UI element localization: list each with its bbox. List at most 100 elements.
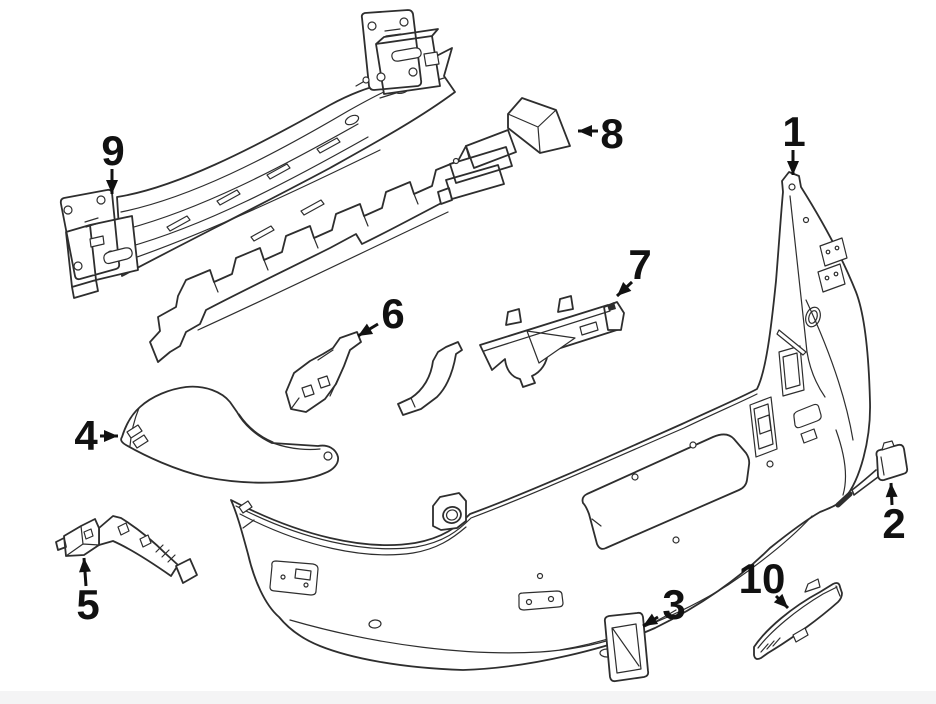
callout-3[interactable]: 3 bbox=[642, 581, 686, 628]
side-face-box-inners bbox=[753, 352, 801, 450]
flange-hole bbox=[802, 216, 810, 224]
small-bracket-holes bbox=[301, 375, 331, 398]
callout-7-label: 7 bbox=[628, 241, 651, 288]
bolt-hole bbox=[96, 195, 106, 205]
left-tip-line bbox=[242, 519, 255, 529]
part-corner-cover-drawing bbox=[120, 385, 339, 484]
side-bracket-end-blocks bbox=[55, 518, 100, 557]
bumper-cover-outline bbox=[230, 171, 871, 671]
reflector-hatches bbox=[760, 637, 781, 653]
tow-hook-cap bbox=[875, 443, 909, 482]
sensor-hole bbox=[631, 473, 639, 481]
bracket-tabs bbox=[505, 295, 574, 326]
bolt-hole bbox=[73, 261, 83, 271]
reflector-inner-line bbox=[757, 585, 841, 649]
part-reflector-drawing bbox=[753, 578, 843, 660]
bracket-arm bbox=[397, 341, 463, 416]
sensor-holes bbox=[536, 441, 774, 580]
callout-5[interactable]: 5 bbox=[76, 557, 100, 628]
side-bracket-rail bbox=[98, 515, 179, 577]
bottom-hole bbox=[368, 619, 382, 629]
part-impact-bar-drawing bbox=[59, 9, 456, 299]
bolt-hole bbox=[362, 76, 370, 84]
bolt-hole bbox=[367, 21, 377, 31]
tow-hook-pry-tip bbox=[835, 491, 853, 508]
callout-3-arrow bbox=[642, 613, 659, 628]
impact-bar-slots bbox=[166, 137, 341, 242]
callout-5-arrow bbox=[79, 557, 91, 587]
bracket-triangle-hole bbox=[526, 330, 576, 364]
lower-left-detail-inner bbox=[294, 568, 312, 581]
callout-7-arrow bbox=[615, 280, 634, 298]
sensor-hole bbox=[689, 441, 697, 449]
callout-7[interactable]: 7 bbox=[615, 241, 652, 298]
footer-strip bbox=[0, 691, 936, 704]
impact-bar-hole bbox=[344, 114, 360, 126]
callout-2-arrow bbox=[885, 482, 898, 506]
absorber-inner-lines bbox=[197, 193, 449, 331]
sensor-hole bbox=[766, 460, 774, 468]
callout-6-label: 6 bbox=[381, 290, 404, 337]
callout-10[interactable]: 10 bbox=[739, 555, 790, 610]
callout-10-label: 10 bbox=[739, 555, 786, 602]
part-tow-hook-cover-drawing bbox=[835, 440, 909, 508]
flange-plate-hole bbox=[824, 275, 830, 281]
impact-bar-mount-plates bbox=[59, 9, 441, 299]
side-face-boxes bbox=[749, 345, 805, 458]
impact-bar-fine-lines bbox=[84, 28, 402, 228]
part-guide-sleeve-drawing bbox=[603, 611, 650, 683]
part-side-bracket-drawing bbox=[55, 515, 198, 584]
callout-2[interactable]: 2 bbox=[882, 482, 906, 547]
flange-details bbox=[776, 183, 848, 356]
callout-8[interactable]: 8 bbox=[578, 110, 624, 157]
callout-8-label: 8 bbox=[600, 110, 623, 157]
part-bumper-cover-drawing bbox=[230, 171, 871, 671]
callout-9[interactable]: 9 bbox=[101, 127, 125, 194]
side-bracket-details bbox=[65, 525, 176, 563]
flange-hole bbox=[788, 183, 796, 191]
bolt-hole bbox=[376, 72, 386, 82]
slot-screw bbox=[525, 598, 533, 606]
flange-plate-hole bbox=[833, 271, 839, 277]
bumper-rim-lines bbox=[235, 393, 758, 556]
corner-cover-tabs bbox=[126, 424, 149, 449]
corner-cover-outline bbox=[120, 385, 339, 484]
detail-dot bbox=[303, 582, 309, 588]
bolt-hole bbox=[399, 17, 409, 27]
absorber-end-bracket bbox=[437, 129, 517, 205]
part-energy-absorber-drawing bbox=[149, 97, 571, 363]
callout-4[interactable]: 4 bbox=[74, 412, 118, 459]
callout-4-label: 4 bbox=[74, 412, 98, 459]
absorber-hole bbox=[452, 157, 460, 165]
tow-hook-lead-lines bbox=[851, 469, 879, 496]
tow-hook-cap-inner bbox=[880, 456, 885, 476]
corner-cover-creases bbox=[129, 407, 321, 451]
callout-1[interactable]: 1 bbox=[782, 108, 806, 175]
callout-9-label: 9 bbox=[101, 127, 124, 174]
reflector-outline bbox=[753, 582, 843, 660]
impact-bar-contours bbox=[120, 77, 445, 263]
handle-slots bbox=[793, 403, 822, 444]
flange-inner-edge bbox=[789, 195, 826, 398]
bracket-end-notch bbox=[607, 302, 616, 311]
side-bracket-foot bbox=[175, 558, 198, 584]
part-small-bracket-drawing bbox=[285, 331, 362, 413]
tow-hook-cap-tab bbox=[881, 440, 895, 451]
center-bottom-slot bbox=[518, 590, 564, 611]
callout-10-arrow bbox=[773, 593, 790, 610]
callout-1-label: 1 bbox=[782, 108, 805, 155]
slot-screw bbox=[547, 595, 555, 603]
bracket-detail-lines bbox=[410, 310, 611, 408]
part-lower-bracket-drawing bbox=[397, 295, 625, 416]
callout-6-arrow bbox=[357, 322, 379, 338]
sensor-hole bbox=[672, 536, 680, 544]
reflector-notch bbox=[792, 627, 809, 643]
side-bracket-holes bbox=[83, 522, 152, 548]
flange-plate-hole bbox=[825, 249, 831, 255]
bolt-hole bbox=[408, 67, 418, 77]
detail-dot bbox=[280, 574, 286, 580]
recess-step-line bbox=[591, 518, 602, 527]
reflector-tab bbox=[804, 578, 821, 593]
callout-6[interactable]: 6 bbox=[357, 290, 405, 338]
